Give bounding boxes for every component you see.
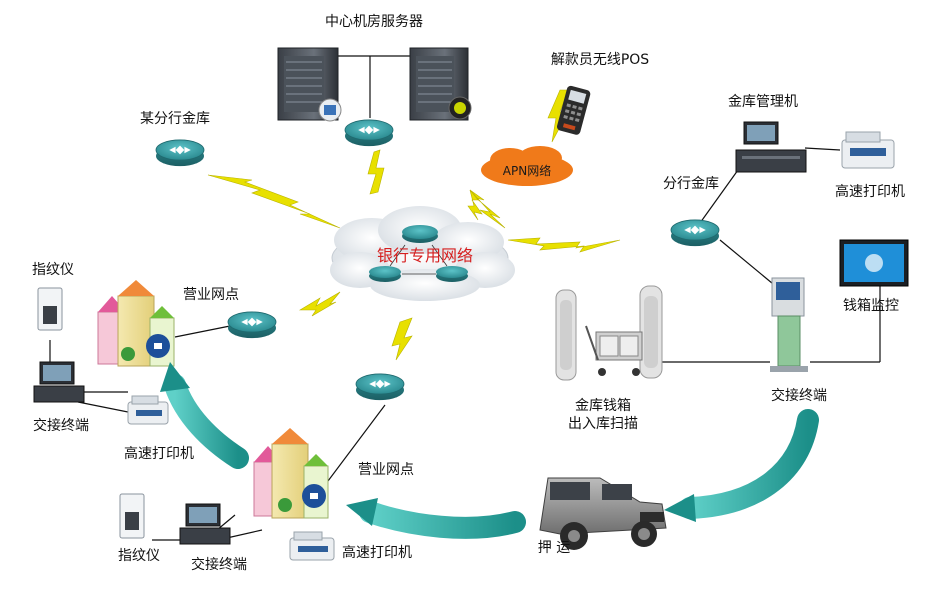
printer-left-icon [127, 395, 169, 425]
escort-label: 押 运 [537, 540, 571, 556]
vault-mgmt-computer-icon [735, 121, 807, 173]
router-outlet-left-icon [227, 311, 277, 339]
terminal-left-icon [33, 361, 85, 403]
central-servers-label: 中心机房服务器 [325, 14, 423, 30]
printer-left-label: 高速打印机 [124, 446, 194, 462]
vault-mgmt-label: 金库管理机 [728, 94, 798, 110]
fingerprint-bottom-icon [119, 493, 145, 539]
outlet-bottom-building-icon [253, 428, 329, 519]
kiosk-terminal-icon [770, 277, 808, 372]
printer-bottom-icon [289, 531, 335, 561]
cloud-inner-routers [369, 225, 468, 282]
wireless-link-bolts [207, 89, 621, 361]
vault-scan-label-line2: 出入库扫描 [568, 416, 638, 432]
flow-arrow-van-to-outlet [346, 498, 526, 539]
branch-vault-label: 分行金库 [663, 176, 719, 192]
outlet-left-label: 营业网点 [183, 287, 239, 303]
router-outlet-bottom-icon [355, 373, 405, 401]
vault-scan-gates-icon [555, 285, 663, 381]
bank-network-label: 银行专用网络 [376, 246, 474, 265]
apn-cloud [481, 146, 573, 186]
router-branch-vault-icon [670, 219, 720, 247]
branch-vault-remote-label: 某分行金库 [140, 111, 210, 127]
terminal-right-label: 交接终端 [771, 388, 827, 404]
flow-arrows [160, 362, 819, 539]
terminal-bottom-label: 交接终端 [191, 557, 247, 573]
pos-label: 解款员无线POS [550, 52, 650, 68]
vault-scan-label-line1: 金库钱箱 [575, 398, 631, 414]
server-right-icon [409, 47, 472, 121]
routers [155, 119, 720, 401]
router-central-icon [344, 119, 394, 147]
printer-right-label: 高速打印机 [835, 184, 905, 200]
apn-network-label: APN网络 [502, 164, 552, 178]
fingerprint-left-icon [37, 287, 63, 331]
cashbox-monitor-icon [839, 239, 909, 287]
flow-arrow-outlet-to-outlet [160, 362, 249, 469]
terminal-left-label: 交接终端 [33, 418, 89, 434]
pos-terminal-icon [556, 85, 591, 135]
flow-arrow-terminal-to-van [664, 409, 819, 522]
outlet-left-building-icon [97, 280, 175, 367]
fingerprint-bottom-label: 指纹仪 [118, 548, 160, 564]
terminal-bottom-icon [179, 503, 231, 545]
router-remote-branch-icon [155, 139, 205, 167]
outlet-bottom-label: 营业网点 [358, 462, 414, 478]
escort-van-icon [539, 477, 667, 550]
printer-bottom-label: 高速打印机 [342, 545, 412, 561]
server-left-icon [277, 47, 342, 122]
printer-right-icon [841, 131, 895, 169]
fingerprint-left-label: 指纹仪 [32, 262, 74, 278]
cashbox-monitor-label: 钱箱监控 [843, 298, 899, 314]
